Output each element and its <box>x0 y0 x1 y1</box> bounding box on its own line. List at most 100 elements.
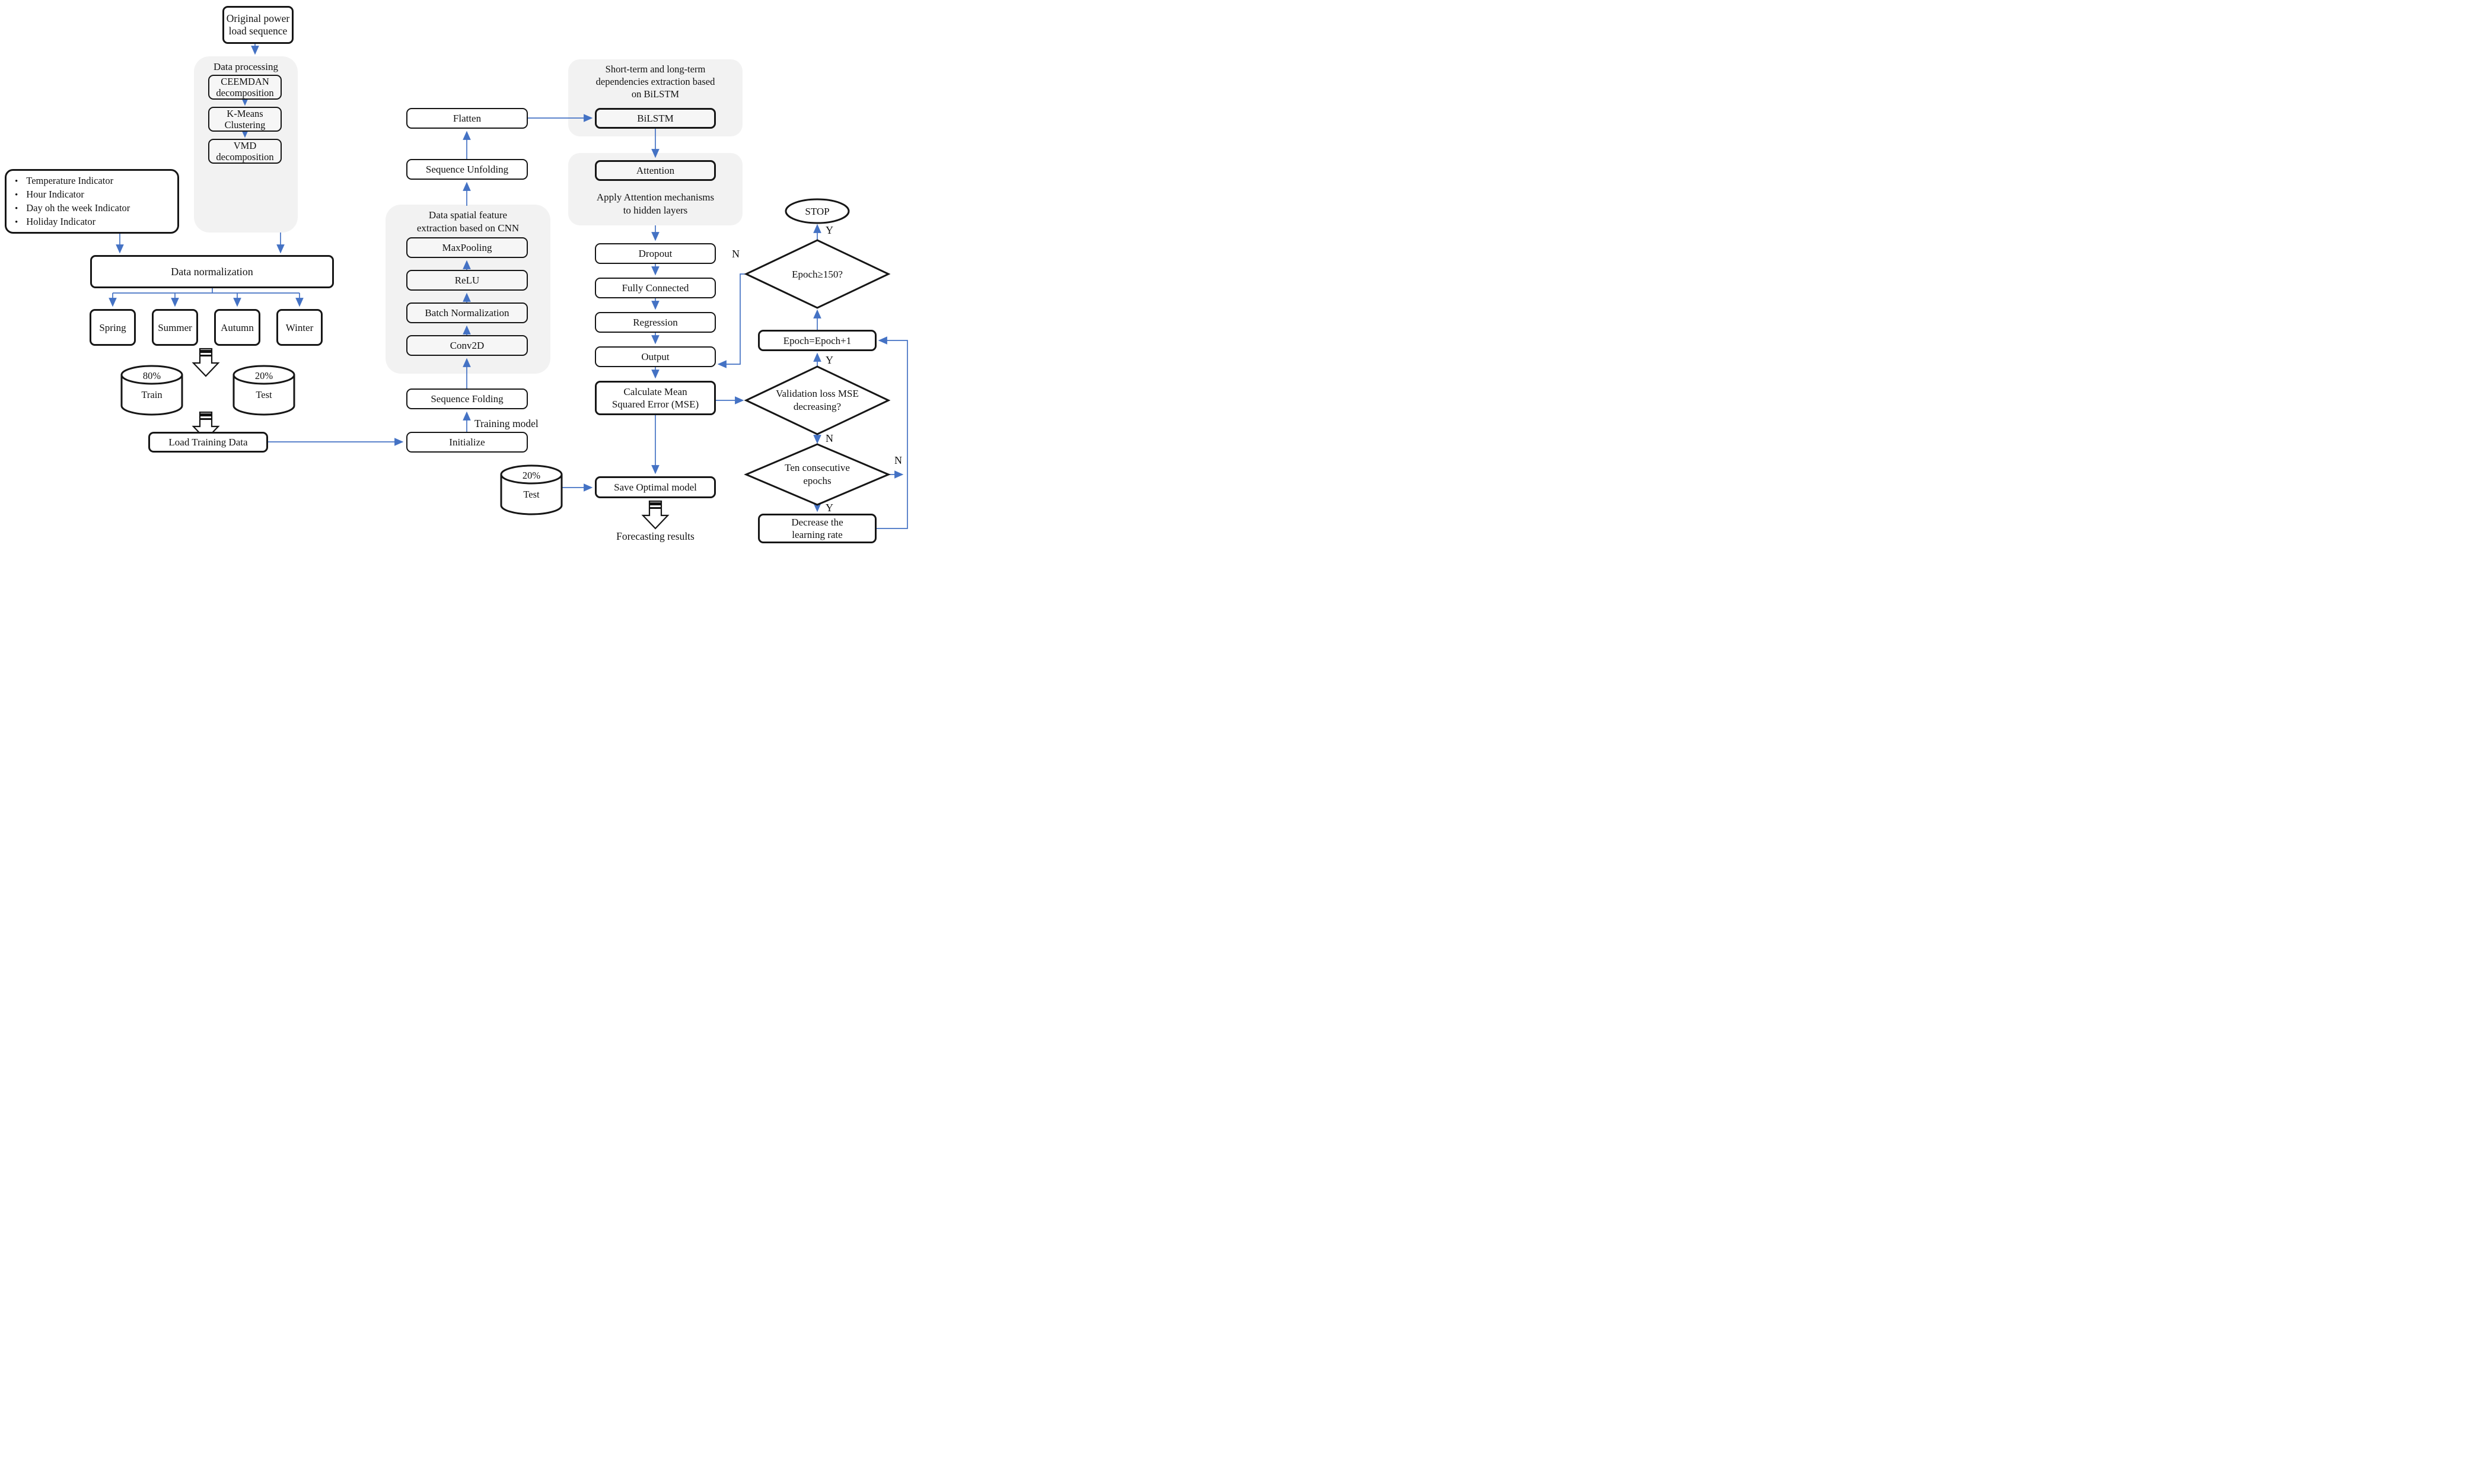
initialize-label: Initialize <box>449 437 485 448</box>
arrow-stripe <box>649 507 661 509</box>
bilstm-label: BiLSTM <box>637 113 674 124</box>
ten-epochs-label: Ten consecutive epochs <box>749 461 885 488</box>
vmd-box: VMD decomposition <box>208 139 282 164</box>
connector-layer <box>109 44 908 530</box>
ten-epochs-line: Ten consecutive <box>785 462 850 473</box>
dropout-label: Dropout <box>638 248 673 259</box>
test-percent: 20% <box>254 370 273 381</box>
season-label: Autumn <box>221 321 254 333</box>
ten-epochs-line: epochs <box>803 475 832 486</box>
stop-label: STOP <box>805 206 830 217</box>
branch-label-no-validation: N <box>826 432 833 444</box>
maxpooling-label: MaxPooling <box>442 242 492 253</box>
bilstm-header-line: on BiLSTM <box>631 88 680 100</box>
fully-connected-label: Fully Connected <box>622 282 689 294</box>
test-database-top <box>232 365 295 385</box>
bullet-icon: • <box>15 218 18 227</box>
output-box: Output <box>595 346 716 367</box>
season-box-autumn: Autumn <box>214 309 260 346</box>
fully-connected-box: Fully Connected <box>595 278 716 298</box>
path-epochcheck-no-to-output <box>717 273 746 368</box>
season-label: Summer <box>158 321 192 333</box>
mse-box: Calculate Mean Squared Error (MSE) <box>595 381 716 415</box>
ceemdan-line: CEEMDAN <box>221 76 269 87</box>
decrease-lr-line: Decrease the <box>791 517 843 528</box>
flatten-box: Flatten <box>406 108 528 129</box>
sequence-folding-box: Sequence Folding <box>406 388 528 409</box>
test2-label: Test <box>523 489 540 500</box>
arrow-stripe <box>200 355 212 356</box>
validation-diamond <box>744 365 891 435</box>
bullet-icon: • <box>15 177 18 186</box>
epoch-check-diamond <box>744 239 891 309</box>
vmd-line: decomposition <box>216 151 274 163</box>
original-sequence-box: Original power load sequence <box>222 6 294 44</box>
original-line: Original power <box>226 12 290 24</box>
indicator-item: • Holiday Indicator <box>15 216 174 228</box>
ceemdan-line: decomposition <box>216 87 274 98</box>
branch-label-no-epochcheck: N <box>732 248 740 260</box>
cnn-header-line: extraction based on CNN <box>416 222 520 234</box>
bullet-icon: • <box>15 204 18 214</box>
kmeans-line: K-Means <box>227 108 263 119</box>
save-optimal-model-box: Save Optimal model <box>595 476 716 498</box>
flowchart-diagram: Original power load sequence Data proces… <box>0 0 916 546</box>
season-label: Spring <box>99 321 126 333</box>
season-label: Winter <box>285 321 314 333</box>
test2-database-cylinder <box>500 475 563 515</box>
maxpooling-box: MaxPooling <box>406 237 528 258</box>
indicator-text: Day oh the week Indicator <box>26 202 130 214</box>
arrow-stripe <box>200 413 212 416</box>
indicator-item: • Day oh the week Indicator <box>15 202 174 214</box>
epoch-increment-box: Epoch=Epoch+1 <box>758 330 877 351</box>
bilstm-header-line: Short-term and long-term <box>605 63 706 75</box>
indicator-text: Holiday Indicator <box>26 216 96 227</box>
ceemdan-box: CEEMDAN decomposition <box>208 75 282 100</box>
bilstm-header: Short-term and long-term dependencies ex… <box>568 63 743 100</box>
kmeans-line: Clustering <box>224 119 266 130</box>
forecasting-results-label: Forecasting results <box>616 530 695 542</box>
validation-loss-line: decreasing? <box>793 401 842 412</box>
epoch-check-label: Epoch≥150? <box>792 269 843 280</box>
vmd-line: VMD <box>233 140 257 151</box>
batch-normalization-box: Batch Normalization <box>406 302 528 323</box>
flatten-label: Flatten <box>453 113 482 124</box>
regression-label: Regression <box>633 317 678 328</box>
train-database-top <box>120 365 183 385</box>
original-line: load sequence <box>228 25 288 37</box>
dropout-box: Dropout <box>595 243 716 264</box>
bullet-icon: • <box>15 190 18 200</box>
attention-caption-line: to hidden layers <box>623 205 688 216</box>
indicator-item: • Temperature Indicator <box>15 175 174 187</box>
season-box-winter: Winter <box>276 309 323 346</box>
cnn-header: Data spatial feature extraction based on… <box>386 209 550 235</box>
stop-oval <box>785 198 850 224</box>
train-percent: 80% <box>142 370 161 381</box>
indicator-text: Temperature Indicator <box>26 175 114 186</box>
test-label: Test <box>256 389 272 400</box>
mse-line: Calculate Mean <box>623 386 687 397</box>
training-model-label: Training model <box>474 418 539 429</box>
data-normalization-label: Data normalization <box>171 265 253 278</box>
indicator-item: • Hour Indicator <box>15 189 174 200</box>
relu-label: ReLU <box>454 275 480 286</box>
ten-epochs-diamond <box>744 443 891 506</box>
arrow-stripe <box>200 350 212 353</box>
arrow-stripe <box>649 502 661 505</box>
decrease-learning-rate-box: Decrease the learning rate <box>758 514 877 543</box>
arrow-stripe <box>200 418 212 420</box>
load-training-label: Load Training Data <box>168 437 248 448</box>
branch-label-no-ten: N <box>894 454 902 466</box>
sequence-unfolding-box: Sequence Unfolding <box>406 159 528 180</box>
season-box-summer: Summer <box>152 309 198 346</box>
decrease-lr-line: learning rate <box>792 529 843 540</box>
branch-label-yes-stop: Y <box>826 224 833 236</box>
mse-line: Squared Error (MSE) <box>611 399 699 410</box>
loop-decrease-to-epochinc <box>877 336 908 529</box>
initialize-box: Initialize <box>406 432 528 453</box>
validation-loss-label: Validation loss MSE decreasing? <box>749 387 885 413</box>
sequence-unfolding-label: Sequence Unfolding <box>425 164 509 175</box>
conv2d-box: Conv2D <box>406 335 528 356</box>
attention-caption: Apply Attention mechanisms to hidden lay… <box>568 191 743 217</box>
data-processing-title: Data processing <box>213 61 279 72</box>
